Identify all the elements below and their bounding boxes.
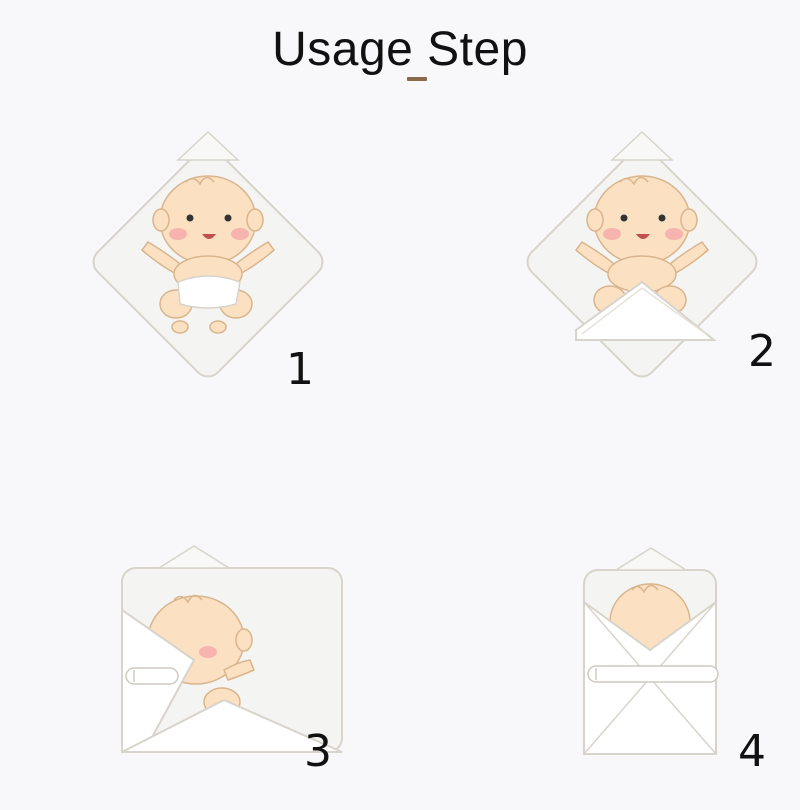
step-number: 1 <box>286 344 314 395</box>
baby-side-fold-icon <box>121 545 343 753</box>
step-number: 4 <box>738 726 766 777</box>
step-number: 2 <box>748 326 776 377</box>
baby-swaddled-icon <box>583 547 719 755</box>
baby-bottom-fold-icon <box>526 130 758 378</box>
title-accent-underline <box>407 77 427 81</box>
step-number: 3 <box>304 726 332 777</box>
baby-on-blanket-icon <box>92 130 324 378</box>
step-2-illustration: 2 <box>502 122 782 402</box>
page-title: Usage Step <box>272 23 528 76</box>
step-1-illustration: 1 <box>68 122 348 402</box>
step-3-illustration: 3 <box>104 530 384 810</box>
step-4-illustration: 4 <box>570 530 800 810</box>
